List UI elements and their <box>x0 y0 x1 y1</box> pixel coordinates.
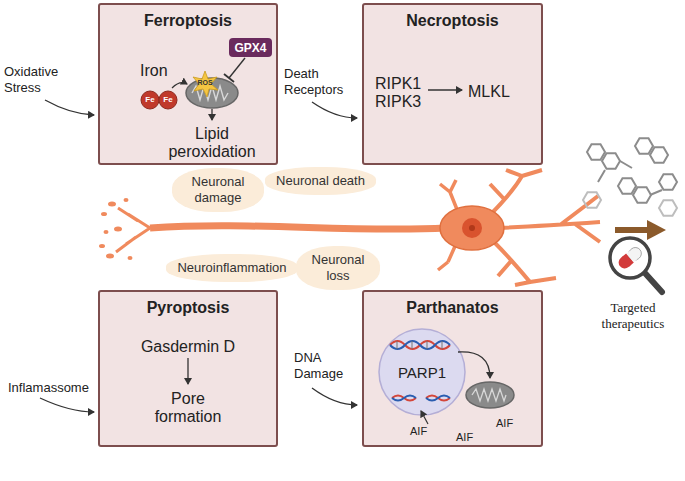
text-slot: AIF <box>496 417 513 430</box>
panel-text: MLKL <box>468 83 528 101</box>
text-slot: Iron <box>140 62 180 80</box>
mitochondrion <box>466 382 514 408</box>
node-text: Neuronal loss <box>307 252 369 284</box>
text-slot: DNA Damage <box>294 350 356 382</box>
text-slot: Pore formation <box>143 390 233 426</box>
cause-label: Oxidative Stress <box>4 64 92 96</box>
outcome-blob: Neuronal damage <box>172 168 264 212</box>
inhibitor-tag: GPX4 <box>229 38 272 57</box>
outcome-blob: Neuronal loss <box>296 246 380 290</box>
process-panel: FerroptosisIronLipid peroxidation GPX4 <box>98 3 278 165</box>
ros-label: ROS <box>193 79 217 87</box>
cause-arrow <box>40 398 94 412</box>
panel-text: Gasdermin D <box>108 338 268 356</box>
text-slot: AIF <box>410 425 427 438</box>
pathway-arrow <box>428 89 462 90</box>
text-slot: Oxidative Stress <box>4 64 92 96</box>
cause-label: Inflamassome <box>8 380 96 396</box>
text-slot: AIF <box>456 431 473 444</box>
therapy-arrow <box>615 227 648 233</box>
text-slot: Targeted therapeutics <box>587 300 679 332</box>
process-panel: NecroptosisRIPK1 RIPK3 MLKL <box>362 3 543 165</box>
node-text: Neuronal death <box>276 173 365 189</box>
pathway-arrow <box>187 358 188 384</box>
cause-arrow <box>312 388 357 405</box>
protein-label: AIF <box>456 431 473 444</box>
text-slot: Fe <box>162 95 174 105</box>
text-slot: Lipid peroxidation <box>157 125 267 161</box>
protein-label: AIF <box>496 417 513 430</box>
text-slot: ROS <box>193 79 217 87</box>
panel-text: RIPK1 RIPK3 <box>375 75 427 111</box>
node-text: PARP1 <box>378 364 466 382</box>
text-slot: Death Receptors <box>284 66 356 98</box>
text-slot: Parthanatos <box>364 298 541 317</box>
text-slot: Fe <box>144 95 156 105</box>
protein-label: AIF <box>410 425 427 438</box>
cause-label: Death Receptors <box>284 66 356 98</box>
therapy-arrow <box>647 220 666 240</box>
text-slot: RIPK1 RIPK3 <box>375 75 427 111</box>
text-slot: PARP1 <box>378 364 466 382</box>
text-slot: Inflamassome <box>8 380 96 396</box>
process-panel: ParthanatosPARP1 <box>362 290 543 447</box>
panel-text: Iron <box>140 62 180 80</box>
text-slot: Pyroptosis <box>100 298 276 317</box>
panel-title: Parthanatos <box>364 298 541 317</box>
molecule-icons <box>583 192 677 216</box>
panel-text: Lipid peroxidation <box>157 125 267 161</box>
text-slot: Gasdermin D <box>108 338 268 356</box>
node-text: GPX4 <box>234 41 266 55</box>
panel-text: Pore formation <box>143 390 233 426</box>
element-symbol: Fe <box>144 95 156 105</box>
cause-arrow <box>45 100 94 115</box>
therapy-label: Targeted therapeutics <box>587 300 679 332</box>
cause-arrow <box>312 102 357 118</box>
iron-atom <box>141 91 159 109</box>
node-text: Neuroinflammation <box>177 260 286 276</box>
panel-title: Necroptosis <box>364 11 541 30</box>
outcome-blob: Neuroinflammation <box>166 254 298 282</box>
element-symbol: Fe <box>162 95 174 105</box>
panel-title: Ferroptosis <box>100 11 276 30</box>
iron-atom <box>159 91 177 109</box>
text-slot: Necroptosis <box>364 11 541 30</box>
pathway-arrow <box>211 109 212 120</box>
nucleus-circle: PARP1 <box>378 328 466 416</box>
node-text: Neuronal damage <box>183 174 253 206</box>
cause-label: DNA Damage <box>294 350 356 382</box>
text-slot: MLKL <box>468 83 528 101</box>
magnifier-icon <box>610 238 662 292</box>
outcome-blob: Neuronal death <box>265 167 376 195</box>
text-slot: Ferroptosis <box>100 11 276 30</box>
mitochondrion <box>186 78 238 108</box>
panel-title: Pyroptosis <box>100 298 276 317</box>
molecule-icons <box>587 138 677 203</box>
